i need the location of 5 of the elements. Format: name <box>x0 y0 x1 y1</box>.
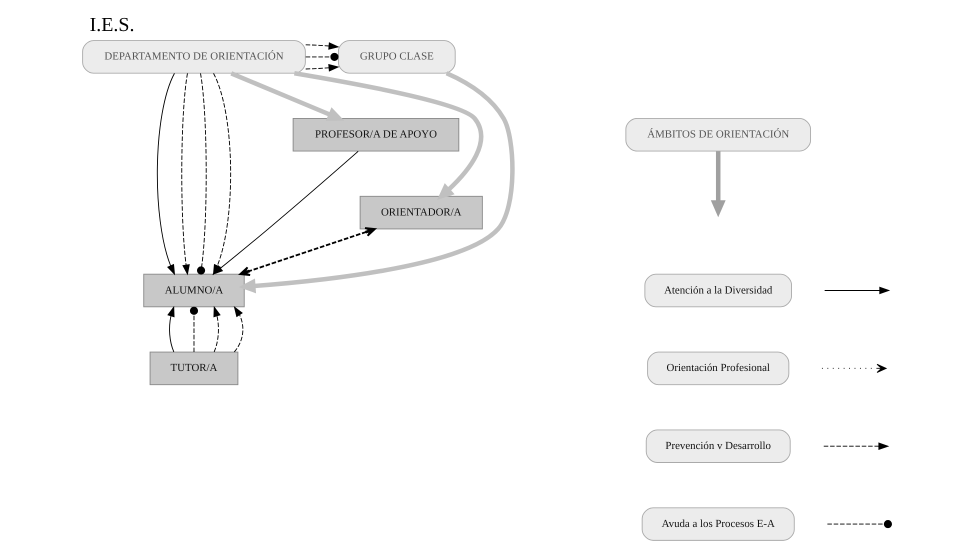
legend-label: Avuda a los Procesos E-A <box>662 518 775 530</box>
diagram-title: I.E.S. <box>90 14 134 36</box>
legend-label: Orientación Profesional <box>666 362 770 374</box>
legend-label: Atención a la Diversidad <box>664 284 772 296</box>
legend-label: Prevención v Desarrollo <box>665 440 771 452</box>
